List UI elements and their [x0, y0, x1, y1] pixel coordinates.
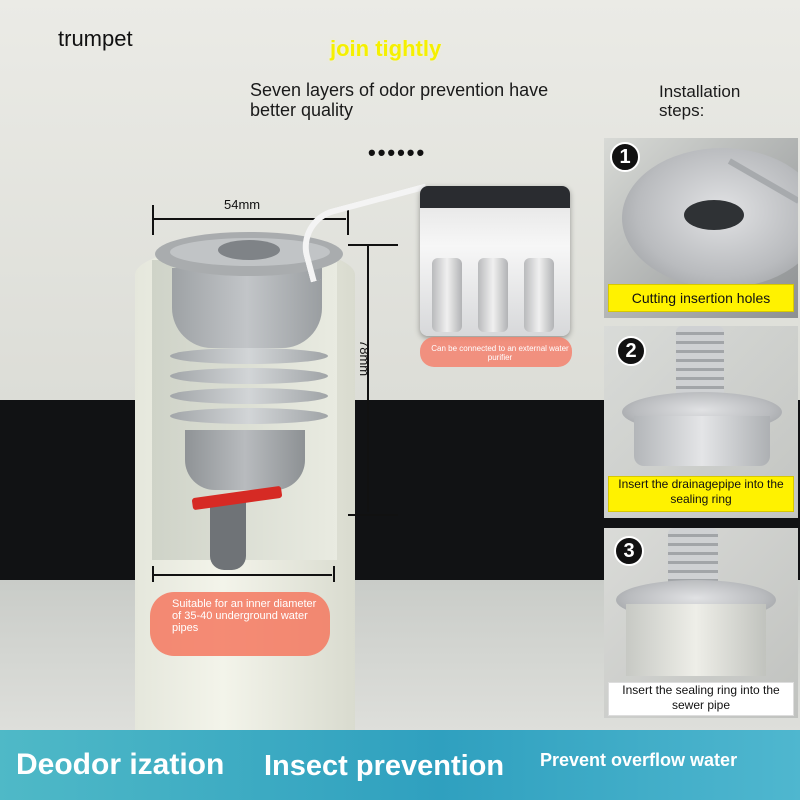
dim-tick-bottom [348, 514, 398, 516]
fit-note-badge [150, 592, 330, 656]
step-1-number: 1 [610, 142, 640, 172]
seal-fold [170, 348, 328, 364]
feature-insect-prevention: Insect prevention [264, 750, 505, 782]
step-1-panel: 1 Cutting insertion holes [604, 138, 798, 318]
drain-hose [210, 500, 246, 570]
diameter-dimension-line [154, 574, 332, 576]
purifier-note-text: Can be connected to an external water pu… [431, 344, 569, 362]
dim-tick-bottom-left [152, 566, 154, 582]
step-2-number: 2 [616, 336, 646, 366]
cut-hole [684, 200, 744, 230]
dim-tick-top [348, 244, 398, 246]
height-dimension-line [367, 246, 369, 512]
step-3-panel: 3 Insert the sealing ring into the sewer… [604, 528, 798, 718]
seal-lower-body [185, 430, 305, 490]
step-1-caption: Cutting insertion holes [608, 284, 794, 312]
seal-fold [170, 388, 328, 404]
seal-fold [170, 368, 328, 384]
drain-hose-bellows [668, 528, 718, 588]
dim-tick-left [152, 205, 154, 235]
seal-ring-hole [218, 240, 280, 260]
step-3-caption: Insert the sealing ring into the sewer p… [608, 682, 794, 716]
step-3-number: 3 [614, 536, 644, 566]
sealing-ring-body [634, 416, 770, 466]
feature-prevent-overflow: Prevent overflow water [540, 750, 738, 770]
product-name: trumpet [58, 26, 133, 51]
step-2-caption: Insert the drainagepipe into the sealing… [608, 476, 794, 512]
tagline-highlight: join tightly [330, 36, 442, 61]
filter-cartridge [524, 258, 554, 332]
height-label: 78mm [357, 340, 372, 377]
ellipsis-dots: •••••• [368, 140, 427, 165]
width-label: 54mm [224, 197, 261, 212]
seal-fold [170, 408, 328, 424]
seal-core [172, 268, 322, 348]
dim-tick-bottom-right [333, 566, 335, 582]
width-dimension-line [154, 218, 346, 220]
sewer-pipe [626, 604, 766, 676]
filter-cartridge [478, 258, 508, 332]
filter-cartridge [432, 258, 462, 332]
dim-tick-right [347, 205, 349, 235]
feature-band [0, 730, 800, 800]
purifier-note-badge [420, 337, 572, 367]
step-2-panel: 2 Insert the drainagepipe into the seali… [604, 326, 798, 518]
feature-deodorization: Deodor ization [16, 748, 225, 781]
steps-heading: Installation steps: [659, 82, 741, 120]
feature-line: Seven layers of odor prevention have bet… [250, 80, 549, 120]
fit-note-text: Suitable for an inner diameter of 35-40 … [172, 598, 317, 634]
